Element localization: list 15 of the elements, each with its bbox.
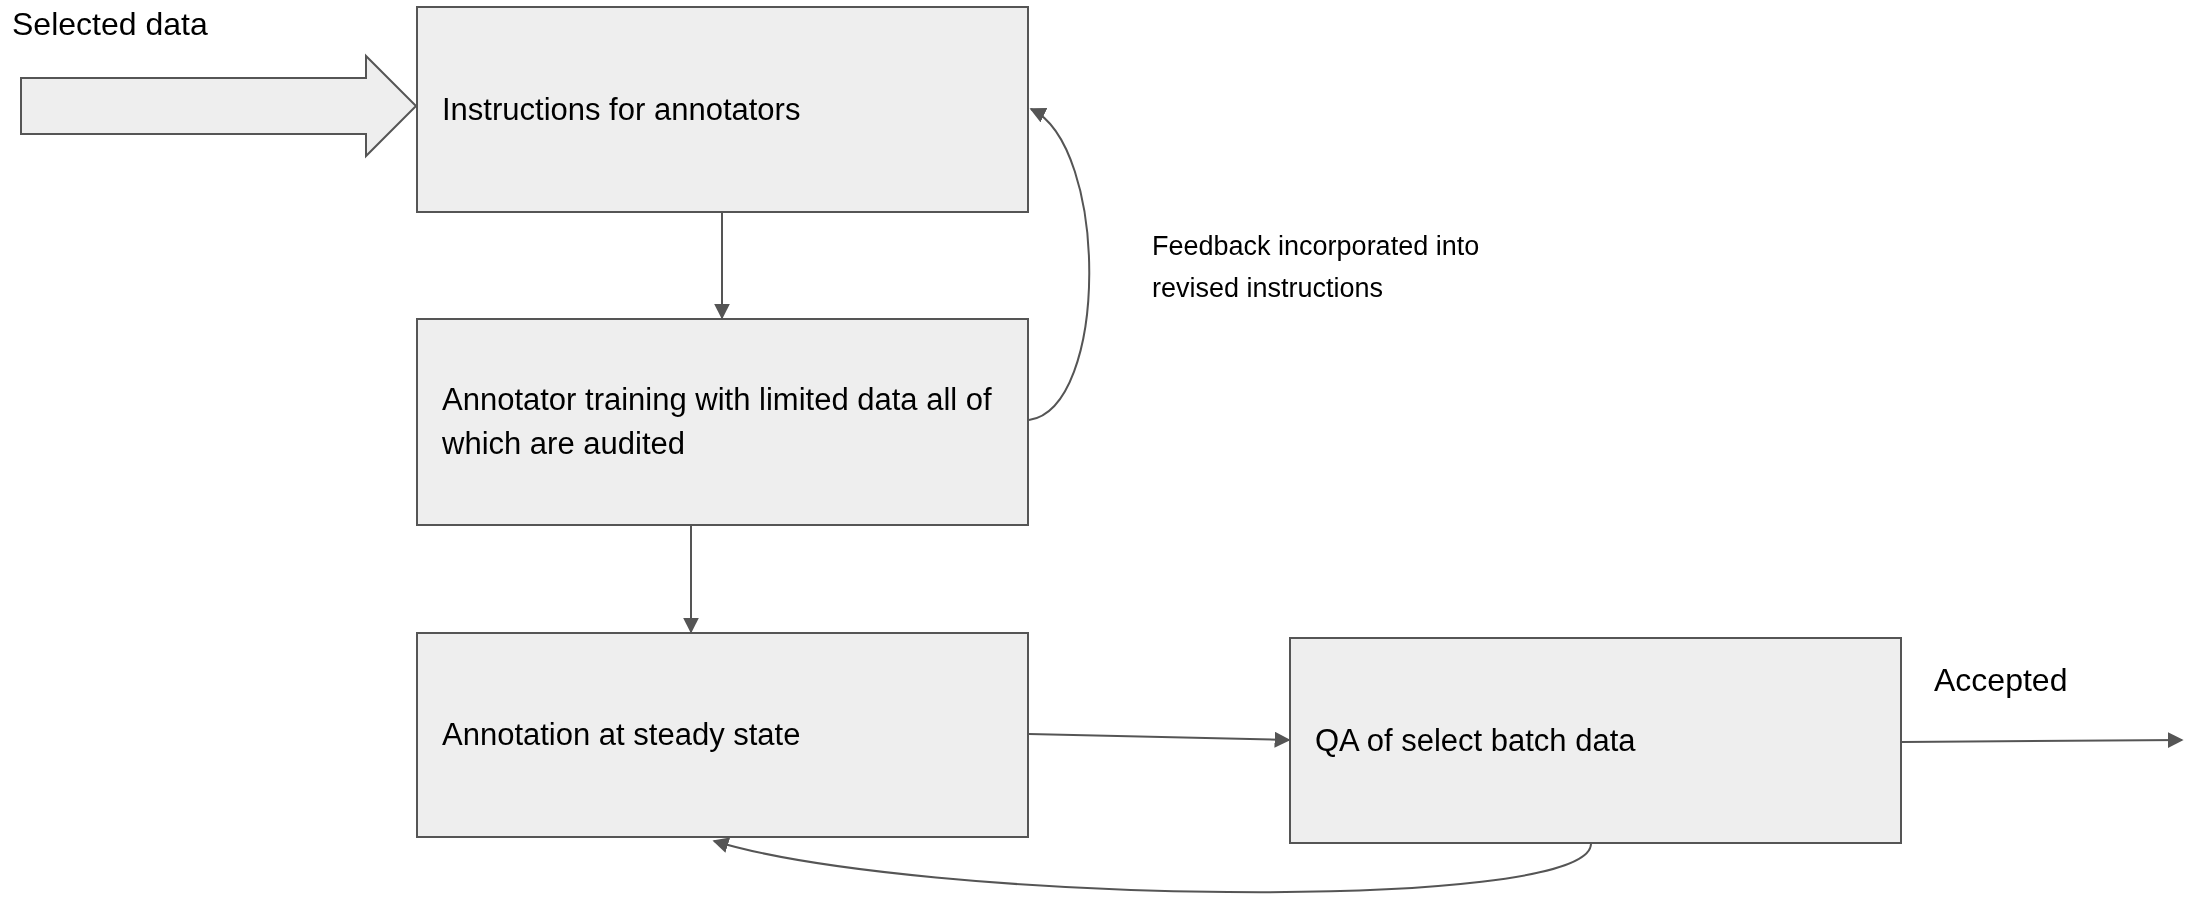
arrow (1028, 731, 1291, 748)
arrow (1028, 108, 1091, 421)
process-box (416, 6, 1029, 213)
box-text: Annotator training with limited data all of which are audited (442, 381, 993, 463)
box-text: Annotation at steady state (442, 716, 802, 754)
process-box (416, 318, 1029, 526)
process-box (1289, 637, 1902, 844)
block-arrow (20, 53, 418, 159)
box-text: Instructions for annotators (442, 90, 802, 129)
arrow (683, 525, 699, 634)
process-box (416, 632, 1029, 838)
arrow (1901, 732, 2184, 749)
arrow (712, 836, 1592, 893)
arrow (714, 212, 730, 320)
box-text: QA of select batch data (1315, 721, 1637, 760)
